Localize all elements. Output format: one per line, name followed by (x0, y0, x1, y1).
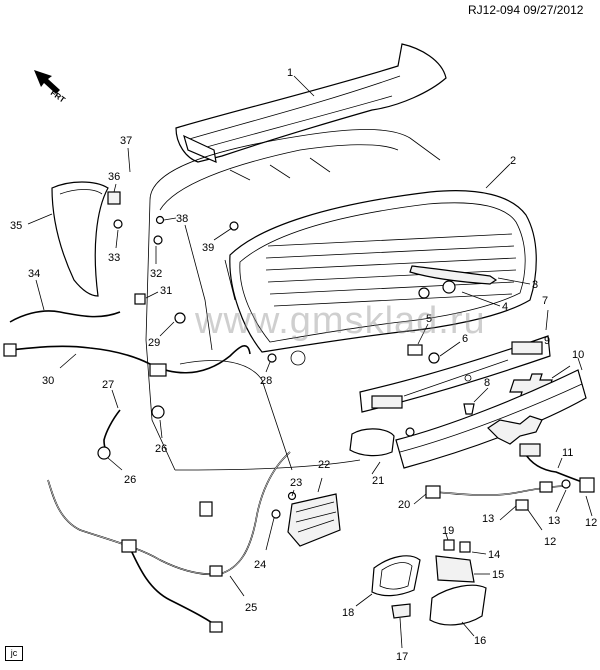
grommet (267, 353, 277, 363)
callout-19: 19 (442, 525, 454, 537)
callout-29: 29 (148, 337, 160, 349)
liftgate-molding (395, 369, 587, 469)
callout-31: 31 (160, 285, 172, 297)
callout-18: 18 (342, 607, 354, 619)
callout-35: 35 (10, 220, 22, 232)
callout-21: 21 (372, 475, 384, 487)
callout-9: 9 (544, 335, 550, 347)
callout-3: 3 (532, 279, 538, 291)
callout-32: 32 (150, 268, 162, 280)
callout-30: 30 (42, 375, 54, 387)
callout-13b: 13 (482, 513, 494, 525)
front-direction-arrow-icon: FRT (34, 70, 67, 105)
callout-11: 11 (562, 447, 573, 459)
callout-10: 10 (572, 349, 584, 361)
callout-16: 16 (474, 635, 486, 647)
liftgate-upper-harness (3, 310, 251, 377)
callout-34: 34 (28, 268, 40, 280)
liftgate-handle-assembly (371, 539, 487, 626)
liftgate-lower-harness (47, 451, 291, 633)
wiper-motor-bolts (407, 344, 440, 364)
callouts: 1 2 3 4 5 6 7 8 9 10 11 12 12 13 13 14 1 (10, 67, 597, 663)
callout-5: 5 (426, 313, 432, 325)
callout-14: 14 (488, 549, 500, 561)
liftgate-latch-actuator (287, 493, 341, 547)
callout-28: 28 (260, 375, 272, 387)
callout-2: 2 (510, 155, 516, 167)
rear-window-glass (229, 190, 537, 353)
callout-20: 20 (398, 499, 410, 511)
rear-spoiler (175, 43, 447, 163)
callout-8: 8 (484, 377, 490, 389)
side-spoiler-extension (51, 181, 109, 297)
watermark: www.gmsklad.ru (195, 300, 486, 342)
callout-23: 23 (290, 477, 302, 489)
washer-hose (97, 405, 165, 460)
callout-26a: 26 (155, 443, 167, 455)
callout-24: 24 (254, 559, 266, 571)
callout-12b: 12 (544, 536, 556, 548)
callout-13a: 13 (548, 515, 560, 527)
liftgate-trim-panel (179, 360, 293, 471)
liftgate-fasteners (107, 191, 239, 324)
callout-4: 4 (502, 301, 508, 313)
callout-33: 33 (108, 252, 120, 264)
callout-22: 22 (318, 459, 330, 471)
callout-36: 36 (108, 171, 120, 183)
callout-12a: 12 (585, 517, 597, 529)
callout-37: 37 (120, 135, 132, 147)
liftgate-lamp-harness (425, 479, 571, 511)
license-lamp-harness (519, 443, 595, 493)
release-switch (349, 427, 415, 457)
callout-39: 39 (202, 242, 214, 254)
corner-tag: jc (5, 646, 23, 661)
callout-6: 6 (462, 333, 468, 345)
drawing-code: RJ12-094 09/27/2012 (468, 3, 584, 17)
applique-fastener (463, 403, 475, 415)
applique-panel (359, 335, 551, 413)
callout-26b: 26 (124, 474, 136, 486)
callout-25: 25 (245, 602, 257, 614)
callout-38: 38 (176, 213, 188, 225)
callout-27: 27 (102, 379, 114, 391)
rear-wiper-arm (409, 265, 498, 299)
callout-7: 7 (542, 295, 548, 307)
callout-15: 15 (492, 569, 504, 581)
front-direction-label: FRT (49, 88, 67, 104)
callout-1: 1 (287, 67, 293, 79)
liftgate-frame (145, 129, 441, 471)
callout-17: 17 (396, 651, 408, 663)
